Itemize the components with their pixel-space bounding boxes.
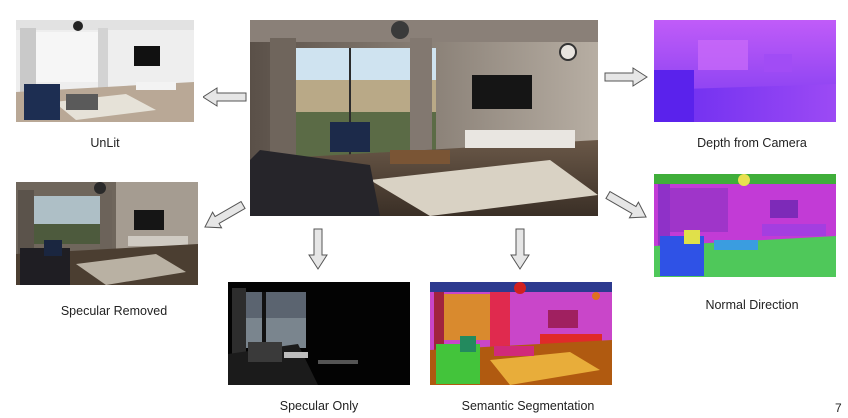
center-render-image bbox=[250, 20, 598, 216]
semantic-segmentation-image bbox=[430, 282, 612, 385]
arrow-to-depth bbox=[604, 67, 648, 87]
arrow-to-semantic-segmentation bbox=[510, 228, 530, 270]
normal-direction-image bbox=[654, 174, 836, 277]
semantic-segmentation-caption: Semantic Segmentation bbox=[461, 399, 595, 413]
specular-removed-caption: Specular Removed bbox=[60, 304, 168, 318]
specular-only-image bbox=[228, 282, 410, 385]
unlit-image bbox=[16, 20, 194, 122]
unlit-caption: UnLit bbox=[90, 136, 120, 150]
specular-only-caption: Specular Only bbox=[279, 399, 359, 413]
depth-caption: Depth from Camera bbox=[697, 136, 807, 150]
arrow-to-unlit bbox=[203, 87, 247, 107]
normal-direction-caption: Normal Direction bbox=[705, 298, 799, 312]
specular-removed-image bbox=[16, 182, 198, 285]
arrow-to-specular-removed bbox=[204, 200, 246, 229]
page-number: 7 bbox=[835, 401, 842, 415]
arrow-to-specular-only bbox=[308, 228, 328, 270]
arrow-to-normal-direction bbox=[605, 190, 647, 219]
depth-image bbox=[654, 20, 836, 122]
